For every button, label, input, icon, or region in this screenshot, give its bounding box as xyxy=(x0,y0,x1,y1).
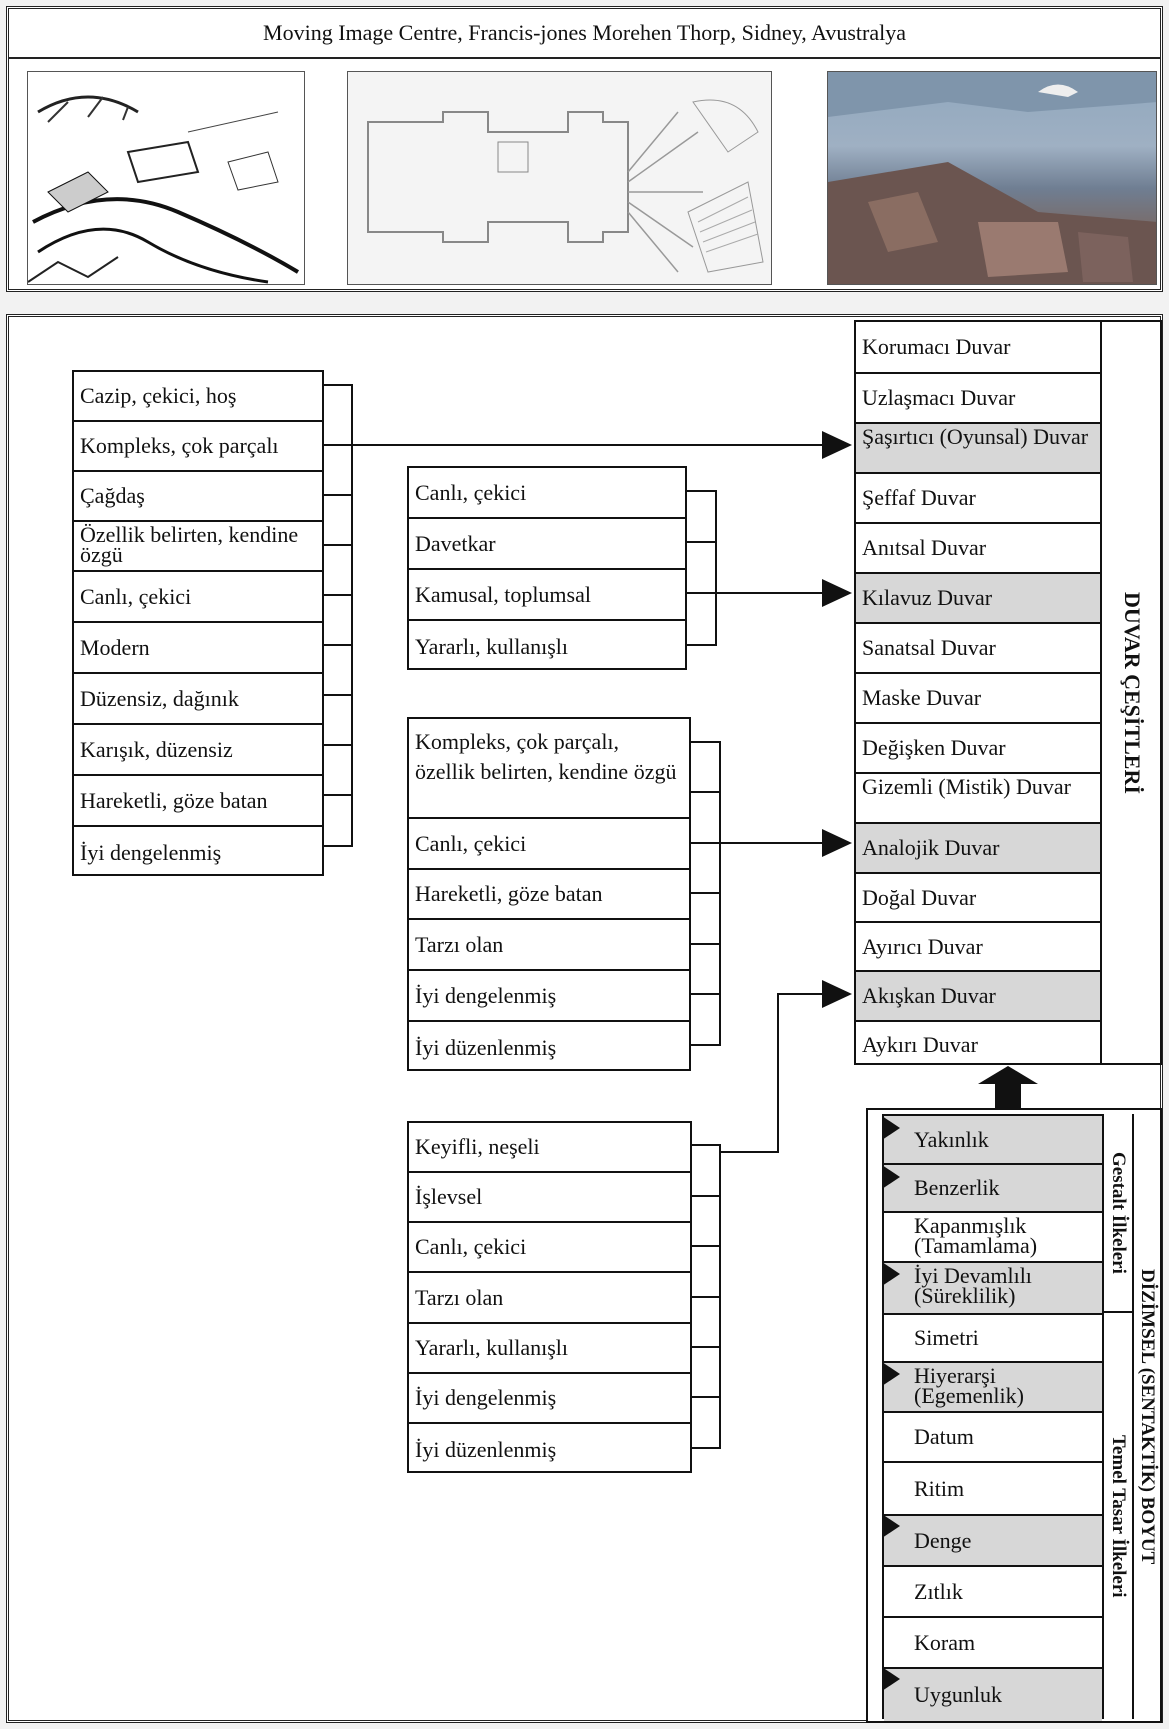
principle-item: Uygunluk xyxy=(884,1669,1102,1721)
list-item: İyi düzenlenmiş xyxy=(409,1424,690,1475)
principle-label: Kapanmışlık (Tamamlama) xyxy=(914,1216,1096,1256)
aerial-photo-image xyxy=(827,71,1157,285)
principle-label: Benzerlik xyxy=(914,1176,1000,1200)
principle-item: Simetri xyxy=(884,1315,1102,1363)
list-item: Özellik belirten, kendine özgü xyxy=(74,522,322,572)
attribute-group-2: Canlı, çekici Davetkar Kamusal, toplumsa… xyxy=(407,466,687,670)
principle-label: Yakınlık xyxy=(914,1128,989,1152)
principle-label: Uygunluk xyxy=(914,1683,1002,1707)
principle-item: Datum xyxy=(884,1413,1102,1463)
site-sketch-image xyxy=(27,71,305,285)
principle-label: Simetri xyxy=(914,1326,979,1350)
principles-list: Yakınlık Benzerlik Kapanmışlık (Tamamlam… xyxy=(882,1114,1104,1719)
page-title: Moving Image Centre, Francis-jones Moreh… xyxy=(9,9,1160,59)
list-item: Canlı, çekici xyxy=(74,572,322,623)
list-item: Yararlı, kullanışlı xyxy=(409,1324,690,1374)
principle-item: Denge xyxy=(884,1516,1102,1567)
list-item: Karışık, düzensiz xyxy=(74,725,322,776)
wall-type-item: Anıtsal Duvar xyxy=(856,524,1100,574)
list-item: Düzensiz, dağınık xyxy=(74,674,322,725)
wall-type-item: Gizemli (Mistik) Duvar xyxy=(856,774,1100,824)
principle-item: Kapanmışlık (Tamamlama) xyxy=(884,1213,1102,1263)
principle-item: Yakınlık xyxy=(884,1116,1102,1165)
list-item: İyi dengelenmiş xyxy=(409,1374,690,1424)
principle-item: Benzerlik xyxy=(884,1165,1102,1213)
floor-plan-image xyxy=(347,71,772,285)
list-item: İyi dengelenmiş xyxy=(409,971,689,1022)
list-item: Yararlı, kullanışlı xyxy=(409,621,685,672)
gestalt-heading: Gestalt İlkeleri xyxy=(1104,1114,1132,1313)
wall-type-item: Kılavuz Duvar xyxy=(856,574,1100,624)
list-item: Tarzı olan xyxy=(409,1273,690,1324)
list-item: İşlevsel xyxy=(409,1173,690,1223)
list-item: İyi düzenlenmiş xyxy=(409,1022,689,1073)
wall-type-item: Değişken Duvar xyxy=(856,724,1100,774)
list-item: Kompleks, çok parçalı, özellik belirten,… xyxy=(409,719,689,819)
wall-type-item: Doğal Duvar xyxy=(856,874,1100,923)
list-item: İyi dengelenmiş xyxy=(74,827,322,878)
wall-types-panel: Korumacı Duvar Uzlaşmacı Duvar Şaşırtıcı… xyxy=(854,320,1162,1065)
list-item: Hareketli, göze batan xyxy=(409,870,689,920)
wall-type-item: Şeffaf Duvar xyxy=(856,474,1100,524)
list-item: Kompleks, çok parçalı xyxy=(74,422,322,472)
list-item: Davetkar xyxy=(409,519,685,570)
principle-label: Zıtlık xyxy=(914,1580,963,1604)
wall-type-item: Maske Duvar xyxy=(856,674,1100,724)
attribute-group-3: Kompleks, çok parçalı, özellik belirten,… xyxy=(407,717,691,1071)
attribute-group-1: Cazip, çekici, hoş Kompleks, çok parçalı… xyxy=(72,370,324,876)
wall-type-item: Akışkan Duvar xyxy=(856,972,1100,1022)
principle-label: Hiyerarşi (Egemenlik) xyxy=(914,1366,1096,1406)
principle-label: Ritim xyxy=(914,1477,964,1501)
principle-label: Koram xyxy=(914,1631,975,1655)
list-item: Hareketli, göze batan xyxy=(74,776,322,827)
principle-item: Ritim xyxy=(884,1463,1102,1516)
header-frame: Moving Image Centre, Francis-jones Moreh… xyxy=(6,6,1163,292)
wall-type-item: Uzlaşmacı Duvar xyxy=(856,374,1100,424)
design-principles-heading: Temel Tasar İlkeleri xyxy=(1104,1313,1132,1719)
list-item: Çağdaş xyxy=(74,472,322,522)
list-item: Modern xyxy=(74,623,322,674)
principle-label: Datum xyxy=(914,1425,974,1449)
wall-type-item: Şaşırtıcı (Oyunsal) Duvar xyxy=(856,424,1100,474)
list-item: Canlı, çekici xyxy=(409,468,685,519)
principle-item: Koram xyxy=(884,1618,1102,1669)
list-item: Kamusal, toplumsal xyxy=(409,570,685,621)
wall-types-list: Korumacı Duvar Uzlaşmacı Duvar Şaşırtıcı… xyxy=(854,320,1102,1065)
principle-label: İyi Devamlılı (Süreklilik) xyxy=(914,1266,1096,1306)
principle-item: İyi Devamlılı (Süreklilik) xyxy=(884,1263,1102,1315)
wall-type-item: Korumacı Duvar xyxy=(856,322,1100,374)
list-item: Canlı, çekici xyxy=(409,1223,690,1273)
list-item: Canlı, çekici xyxy=(409,819,689,870)
principle-label: Denge xyxy=(914,1529,971,1553)
attribute-group-4: Keyifli, neşeli İşlevsel Canlı, çekici T… xyxy=(407,1121,692,1473)
wall-type-item: Analojik Duvar xyxy=(856,824,1100,874)
wall-type-item: Ayırıcı Duvar xyxy=(856,923,1100,972)
principles-panel: Yakınlık Benzerlik Kapanmışlık (Tamamlam… xyxy=(866,1108,1162,1723)
list-item: Keyifli, neşeli xyxy=(409,1123,690,1173)
syntactic-dimension-heading: DİZİMSEL (SENTAKTİK) BOYUT xyxy=(1132,1114,1160,1719)
list-item: Cazip, çekici, hoş xyxy=(74,372,322,422)
wall-type-item: Aykırı Duvar xyxy=(856,1022,1100,1067)
principle-item: Zıtlık xyxy=(884,1567,1102,1618)
list-item: Tarzı olan xyxy=(409,920,689,971)
principle-item: Hiyerarşi (Egemenlik) xyxy=(884,1363,1102,1413)
wall-type-item: Sanatsal Duvar xyxy=(856,624,1100,674)
wall-types-heading: DUVAR ÇEŞİTLERİ xyxy=(1104,322,1160,1063)
